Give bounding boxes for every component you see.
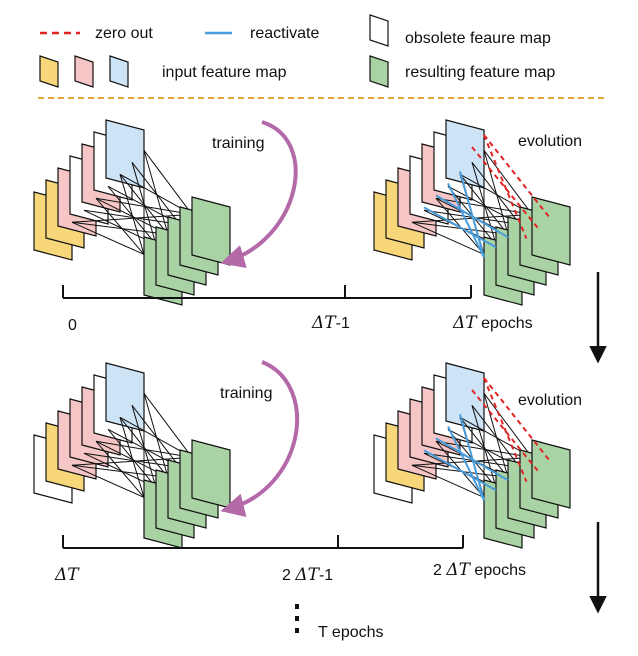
evolution-label-row1: evolution — [518, 133, 582, 150]
tick-row2-mid: 2 ΔT-1 — [282, 565, 333, 585]
tick-row2-start: ΔT — [54, 565, 80, 585]
timeline-row1 — [62, 285, 472, 299]
zero-out-lines — [471, 134, 552, 239]
zero-out-label: zero out — [95, 25, 153, 42]
training-arrow-row2 — [220, 360, 299, 517]
resulting-label: resulting feature map — [405, 64, 555, 81]
panel-training-row1 — [33, 119, 231, 306]
training-arrow-row1 — [220, 120, 298, 269]
resulting-feature-map — [191, 196, 231, 266]
reactivate-label: reactivate — [250, 25, 319, 42]
input-swatch-yellow — [39, 55, 59, 88]
input-swatch-pink — [74, 55, 94, 88]
resulting-feature-map — [531, 439, 571, 509]
timeline-row2 — [62, 535, 464, 549]
resulting-swatch — [369, 55, 389, 88]
tick-row2-end: 2 ΔT epochs — [433, 560, 526, 580]
ellipsis-dots — [295, 604, 299, 633]
resulting-feature-map — [531, 196, 571, 266]
panel-evolution-row1 — [373, 119, 571, 306]
reactivate-lines — [423, 414, 509, 501]
training-label-row2: training — [220, 385, 272, 402]
input-feature-map — [105, 362, 145, 432]
panel-training-row2 — [33, 362, 231, 549]
legend: zero out reactivate obsolete feaure map … — [39, 14, 555, 88]
input-label: input feature map — [162, 64, 287, 81]
input-swatch-blue — [109, 55, 129, 88]
connections — [71, 393, 193, 498]
evolution-label-row2: evolution — [518, 392, 582, 409]
t-epochs-label: T epochs — [318, 624, 384, 641]
obsolete-label: obsolete feaure map — [405, 30, 551, 47]
zero-out-lines — [471, 377, 552, 482]
obsolete-swatch — [369, 14, 389, 47]
tick-row1-start: 0 — [68, 317, 77, 334]
panel-evolution-row2 — [373, 362, 571, 549]
input-feature-map — [105, 119, 145, 189]
tick-row1-mid: ΔT-1 — [311, 313, 350, 333]
training-label-row1: training — [212, 135, 264, 152]
tick-row1-end: ΔT epochs — [452, 313, 533, 333]
reactivate-lines — [423, 171, 509, 258]
resulting-feature-map — [191, 439, 231, 509]
